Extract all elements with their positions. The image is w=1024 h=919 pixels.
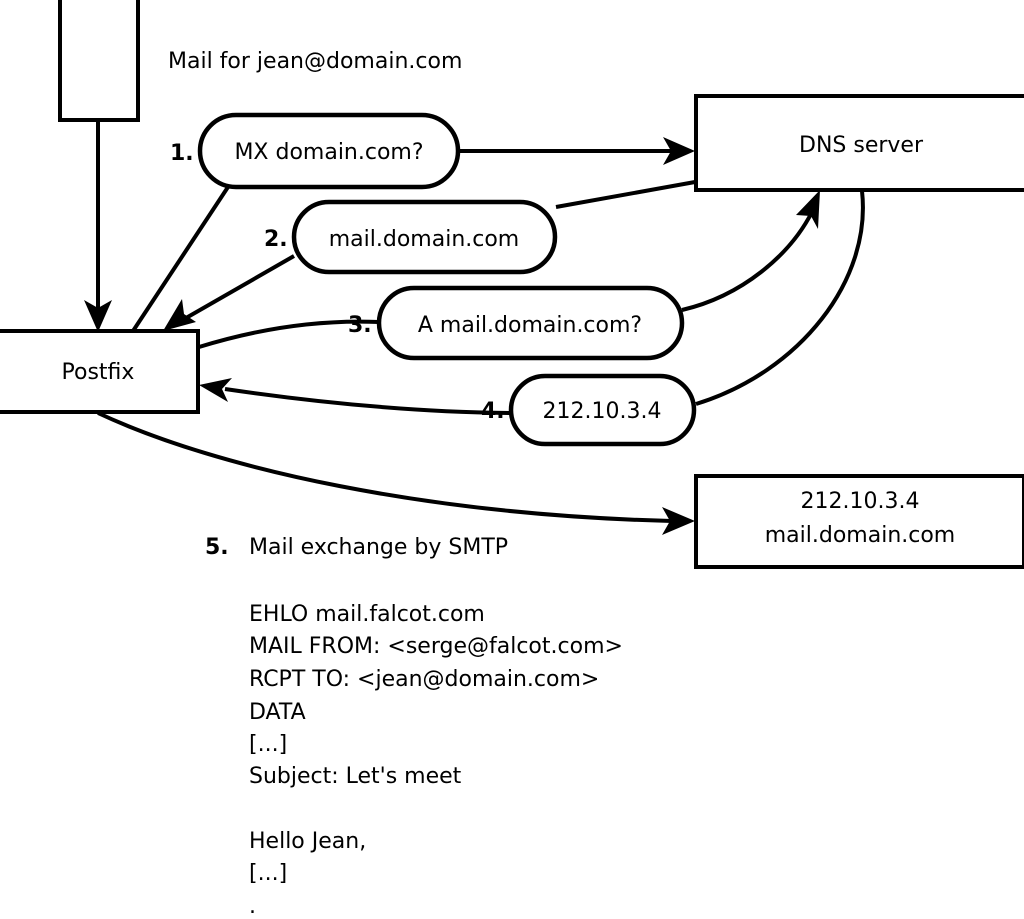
step-2-number: 2. [264, 227, 288, 252]
mail-for-caption: Mail for jean@domain.com [168, 49, 462, 74]
smtp-line-2: RCPT TO: <jean@domain.com> [249, 667, 599, 692]
dns-server-label: DNS server [799, 133, 924, 158]
smtp-line-9: . [249, 894, 256, 919]
mail-server-hostname: mail.domain.com [765, 523, 956, 548]
edge-dns-to-answer4 [695, 190, 865, 406]
edge-query3-to-dns [681, 190, 820, 312]
edge-sender-to-postfix [84, 122, 112, 332]
mail-server-ip: 212.10.3.4 [801, 489, 920, 514]
sender-box [58, 0, 140, 122]
step-3-text: A mail.domain.com? [418, 313, 642, 338]
step-4-text: 212.10.3.4 [543, 399, 662, 424]
postfix-label: Postfix [62, 360, 135, 385]
dns-server-box [694, 94, 1024, 192]
mail-server-box [694, 474, 1024, 569]
edge-answer2-to-postfix [163, 254, 295, 331]
postfix-box [0, 329, 200, 414]
step-4-bubble [508, 373, 697, 447]
smtp-line-3: DATA [249, 700, 306, 725]
step-3-number: 3. [348, 313, 372, 338]
edge-dns-to-answer2 [555, 180, 696, 209]
step-4-number: 4. [481, 399, 505, 424]
smtp-line-5: Subject: Let's meet [249, 764, 462, 789]
step-1-bubble [197, 112, 461, 190]
edge-answer4-to-postfix [199, 378, 512, 415]
edge-postfix-to-mailserver [97, 411, 695, 535]
step-1-number: 1. [170, 141, 194, 166]
step-2-text: mail.domain.com [329, 227, 520, 252]
smtp-line-0: EHLO mail.falcot.com [249, 602, 485, 627]
edge-query1-to-dns [458, 137, 695, 165]
smtp-line-7: Hello Jean, [249, 829, 366, 854]
step-5-number: 5. [205, 535, 229, 560]
smtp-line-8: [...] [249, 861, 287, 886]
step-5-text: Mail exchange by SMTP [249, 535, 508, 560]
step-3-bubble [376, 285, 685, 361]
edge-postfix-to-query3 [198, 319, 380, 349]
smtp-line-1: MAIL FROM: <serge@falcot.com> [249, 634, 623, 659]
edge-postfix-to-query1 [131, 185, 230, 333]
smtp-line-4: [...] [249, 732, 287, 757]
step-1-text: MX domain.com? [234, 140, 423, 165]
step-2-bubble [291, 199, 558, 275]
